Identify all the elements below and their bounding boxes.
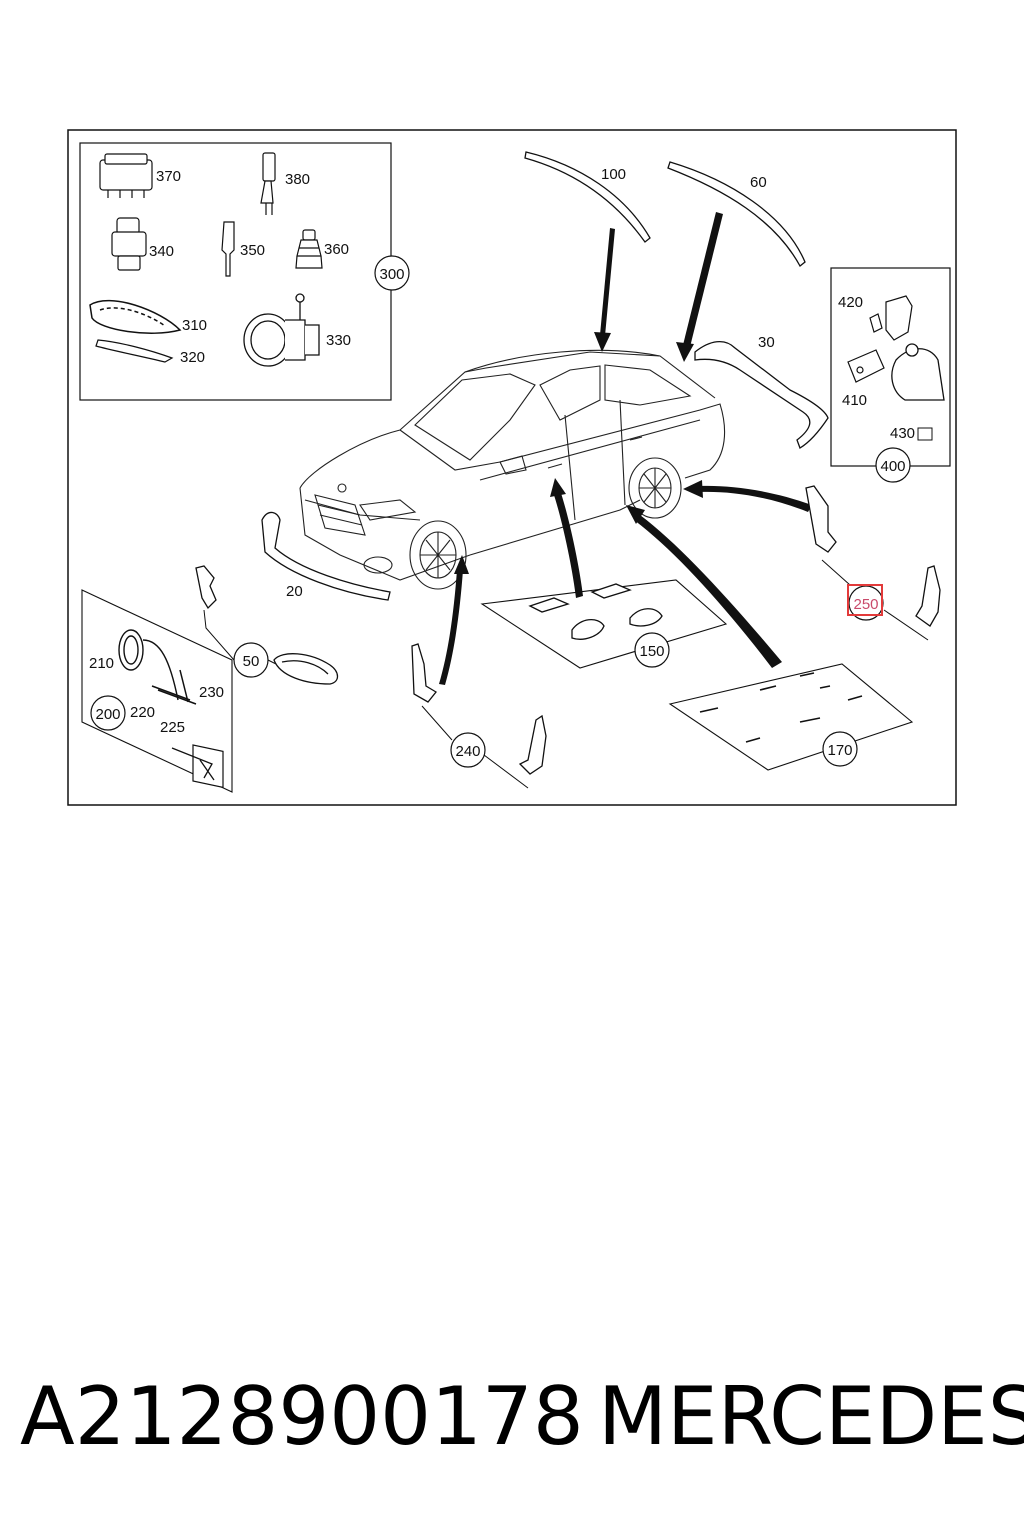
callout-150: 150 — [639, 643, 664, 660]
part-330-foglamp — [243, 293, 320, 367]
callout-60: 60 — [750, 174, 767, 191]
callout-circle-240 — [450, 732, 486, 768]
part-340-sensor — [111, 217, 147, 271]
part-310-grille — [89, 299, 182, 334]
brand-name: MERCEDES — [598, 1370, 1024, 1463]
part-430-pad — [917, 427, 933, 441]
callout-100: 100 — [601, 166, 626, 183]
part-350-terminal — [221, 221, 235, 277]
callout-350: 350 — [240, 242, 265, 259]
callout-420: 420 — [838, 294, 863, 311]
part-320-trim — [95, 339, 174, 363]
part-240-mudflaps — [411, 643, 547, 775]
part-380-connector — [260, 152, 276, 215]
callout-380: 380 — [285, 171, 310, 188]
leader-250 — [821, 559, 929, 641]
callout-225: 225 — [160, 719, 185, 736]
car-sedan-illustration — [299, 349, 726, 590]
callout-circle-50 — [233, 642, 269, 678]
part-370-relay — [99, 153, 153, 198]
part-230-module — [192, 744, 224, 789]
callout-360: 360 — [324, 241, 349, 258]
callout-330: 330 — [326, 332, 351, 349]
callout-circle-170 — [822, 731, 858, 767]
leader-arrows — [439, 212, 812, 685]
part-170-trims — [699, 672, 863, 743]
part-360-grommet — [295, 229, 323, 269]
callout-340: 340 — [149, 243, 174, 260]
part-20-spoiler — [261, 511, 391, 601]
callout-circle-300 — [374, 255, 410, 291]
part-100-strip — [524, 151, 651, 243]
part-210-ring — [118, 629, 179, 701]
callout-170: 170 — [827, 742, 852, 759]
callout-20: 20 — [286, 583, 303, 600]
callout-250: 250 — [853, 596, 878, 613]
callout-50: 50 — [243, 653, 260, 670]
parts-diagram: 370 380 340 350 360 310 320 330 — [67, 129, 957, 806]
callout-400: 400 — [880, 458, 905, 475]
callout-30: 30 — [758, 334, 775, 351]
callout-300: 300 — [379, 266, 404, 283]
part-420-bracket — [869, 295, 913, 341]
callout-circle-200 — [90, 695, 126, 731]
highlight-box-250 — [847, 584, 883, 616]
part-number: A2128900178 — [20, 1370, 584, 1463]
part-30-diffuser — [694, 341, 829, 449]
callout-410: 410 — [842, 392, 867, 409]
part-50-parts — [195, 565, 339, 685]
callout-370: 370 — [156, 168, 181, 185]
leader-50 — [203, 609, 277, 665]
part-lamp-housing — [891, 343, 945, 401]
caption: A2128900178 MERCEDES — [0, 1362, 1024, 1472]
kit-panel-170 — [668, 663, 914, 771]
diagram-frame — [67, 129, 957, 806]
callout-210: 210 — [89, 655, 114, 672]
callout-200: 200 — [95, 706, 120, 723]
leader-240 — [421, 705, 529, 789]
callout-320: 320 — [180, 349, 205, 366]
callout-310: 310 — [182, 317, 207, 334]
callout-240: 240 — [455, 743, 480, 760]
part-150-handle-covers — [528, 583, 663, 640]
callout-circle-400 — [875, 447, 911, 483]
callout-230: 230 — [199, 684, 224, 701]
part-410-cover — [847, 349, 885, 383]
callout-430: 430 — [890, 425, 915, 442]
kit-panel-200 — [81, 589, 233, 793]
part-225-wires — [171, 747, 215, 781]
part-60-strip — [667, 161, 806, 267]
part-250-mudflaps — [805, 485, 941, 627]
callout-circle-150 — [634, 632, 670, 668]
part-220-wires — [151, 669, 197, 705]
callout-220: 220 — [130, 704, 155, 721]
